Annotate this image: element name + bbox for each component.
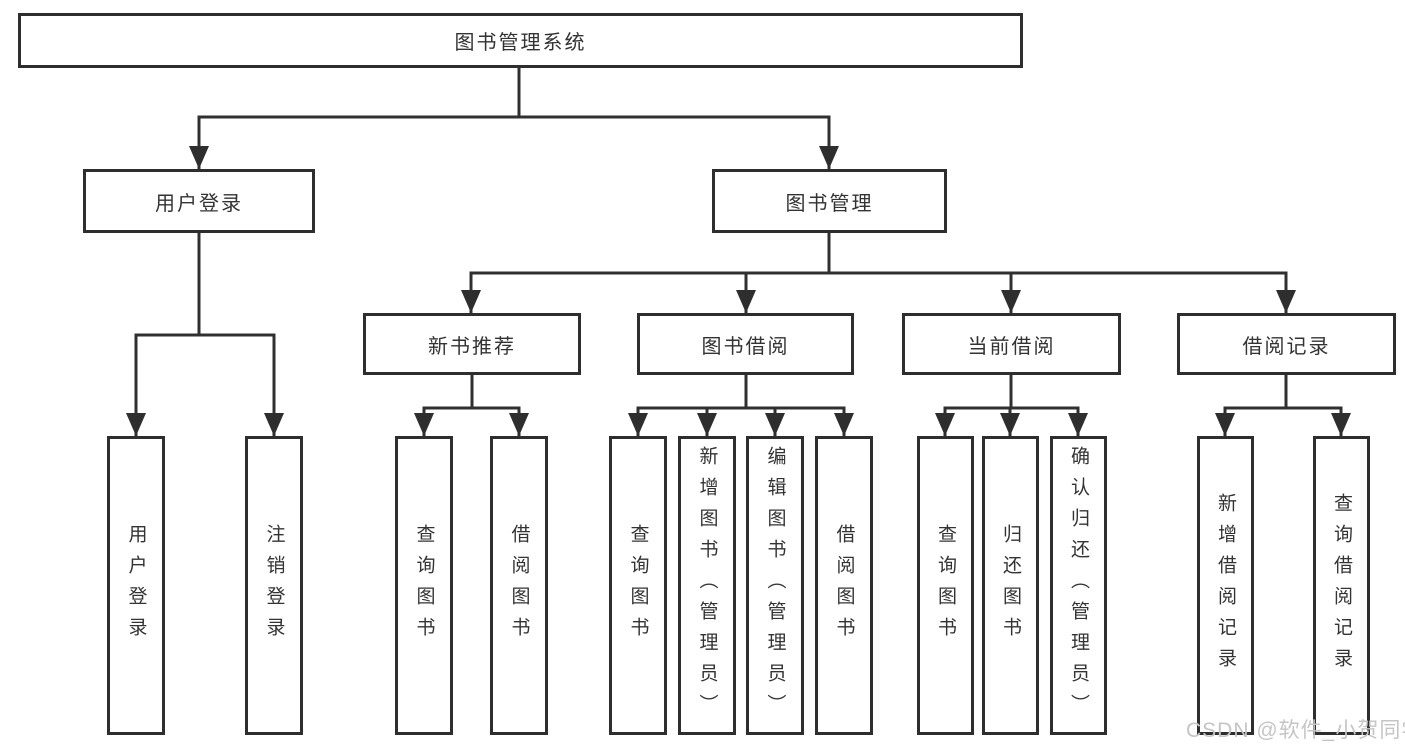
leaf-label: 查询图书	[935, 523, 956, 648]
leaf-add-borrow-record: 新增借阅记录	[1197, 436, 1254, 735]
leaf-logout: 注销登录	[245, 436, 303, 735]
node-label: 新书推荐	[428, 335, 516, 358]
leaf-label: 查询借阅记录	[1331, 492, 1352, 679]
leaf-label: 新增借阅记录	[1215, 492, 1236, 679]
leaf-label: 编辑图书（管理员）	[764, 446, 786, 725]
leaf-confirm-return-admin: 确认归还（管理员）	[1050, 436, 1107, 735]
leaf-label: 查询图书	[627, 523, 649, 648]
leaf-borrow-books: 借阅图书	[815, 436, 873, 735]
node-label: 图书借阅	[701, 335, 790, 358]
node-book-management: 图书管理	[712, 169, 947, 233]
leaf-query-books: 查询图书	[395, 436, 453, 735]
node-label: 图书管理系统	[454, 32, 587, 54]
node-label: 用户登录	[155, 192, 243, 215]
node-label: 借阅记录	[1242, 335, 1331, 358]
leaf-label: 用户登录	[125, 523, 147, 648]
leaf-add-books-admin: 新增图书（管理员）	[678, 436, 736, 735]
leaf-label: 新增图书（管理员）	[696, 446, 718, 725]
node-new-book-recommend: 新书推荐	[363, 313, 581, 375]
leaf-query-borrow-record: 查询借阅记录	[1313, 436, 1370, 735]
leaf-user-login: 用户登录	[107, 436, 165, 735]
leaf-label: 借阅图书	[508, 523, 530, 648]
node-current-borrowing: 当前借阅	[902, 313, 1121, 375]
leaf-label: 借阅图书	[833, 523, 855, 648]
leaf-label: 归还图书	[1000, 523, 1021, 648]
leaf-edit-books-admin: 编辑图书（管理员）	[746, 436, 804, 735]
node-label: 当前借阅	[967, 335, 1056, 358]
node-library-management-system: 图书管理系统	[18, 13, 1023, 68]
leaf-label: 查询图书	[413, 523, 435, 648]
node-borrowing-records: 借阅记录	[1177, 313, 1396, 375]
leaf-borrow-books: 借阅图书	[490, 436, 548, 735]
leaf-label: 确认归还（管理员）	[1068, 446, 1089, 725]
leaf-query-books: 查询图书	[917, 436, 974, 735]
node-book-borrowing: 图书借阅	[637, 313, 854, 375]
node-label: 图书管理	[785, 192, 874, 215]
csdn-watermark: CSDN @软件_小贺同学	[1186, 719, 1405, 742]
leaf-return-books: 归还图书	[982, 436, 1039, 735]
leaf-label: 注销登录	[263, 523, 285, 648]
leaf-query-books: 查询图书	[609, 436, 667, 735]
node-user-login: 用户登录	[83, 169, 315, 233]
connector-group	[126, 68, 1351, 436]
